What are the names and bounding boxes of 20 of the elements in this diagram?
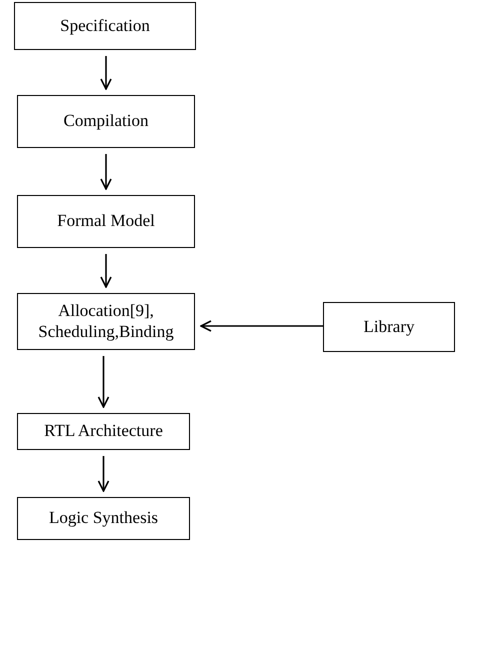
process-box	[17, 413, 190, 450]
process-box	[14, 2, 196, 50]
process-box	[17, 195, 195, 248]
process-box	[323, 302, 455, 352]
process-box	[17, 497, 190, 540]
box-label: Formal Model	[57, 211, 155, 232]
arrow	[100, 154, 112, 190]
arrow	[200, 320, 323, 332]
arrow	[100, 56, 112, 90]
arrow	[100, 254, 112, 288]
arrow	[98, 456, 110, 492]
arrow	[98, 356, 110, 408]
box-label: Logic Synthesis	[48, 508, 158, 529]
process-box	[17, 293, 195, 350]
box-label: RTL Architecture	[44, 421, 163, 442]
box-label: Allocation[9], Scheduling,Binding	[37, 301, 175, 342]
box-label: Compilation	[64, 111, 148, 132]
process-box	[17, 95, 195, 148]
box-label: Library	[364, 316, 414, 338]
box-label: Specification	[60, 16, 150, 36]
